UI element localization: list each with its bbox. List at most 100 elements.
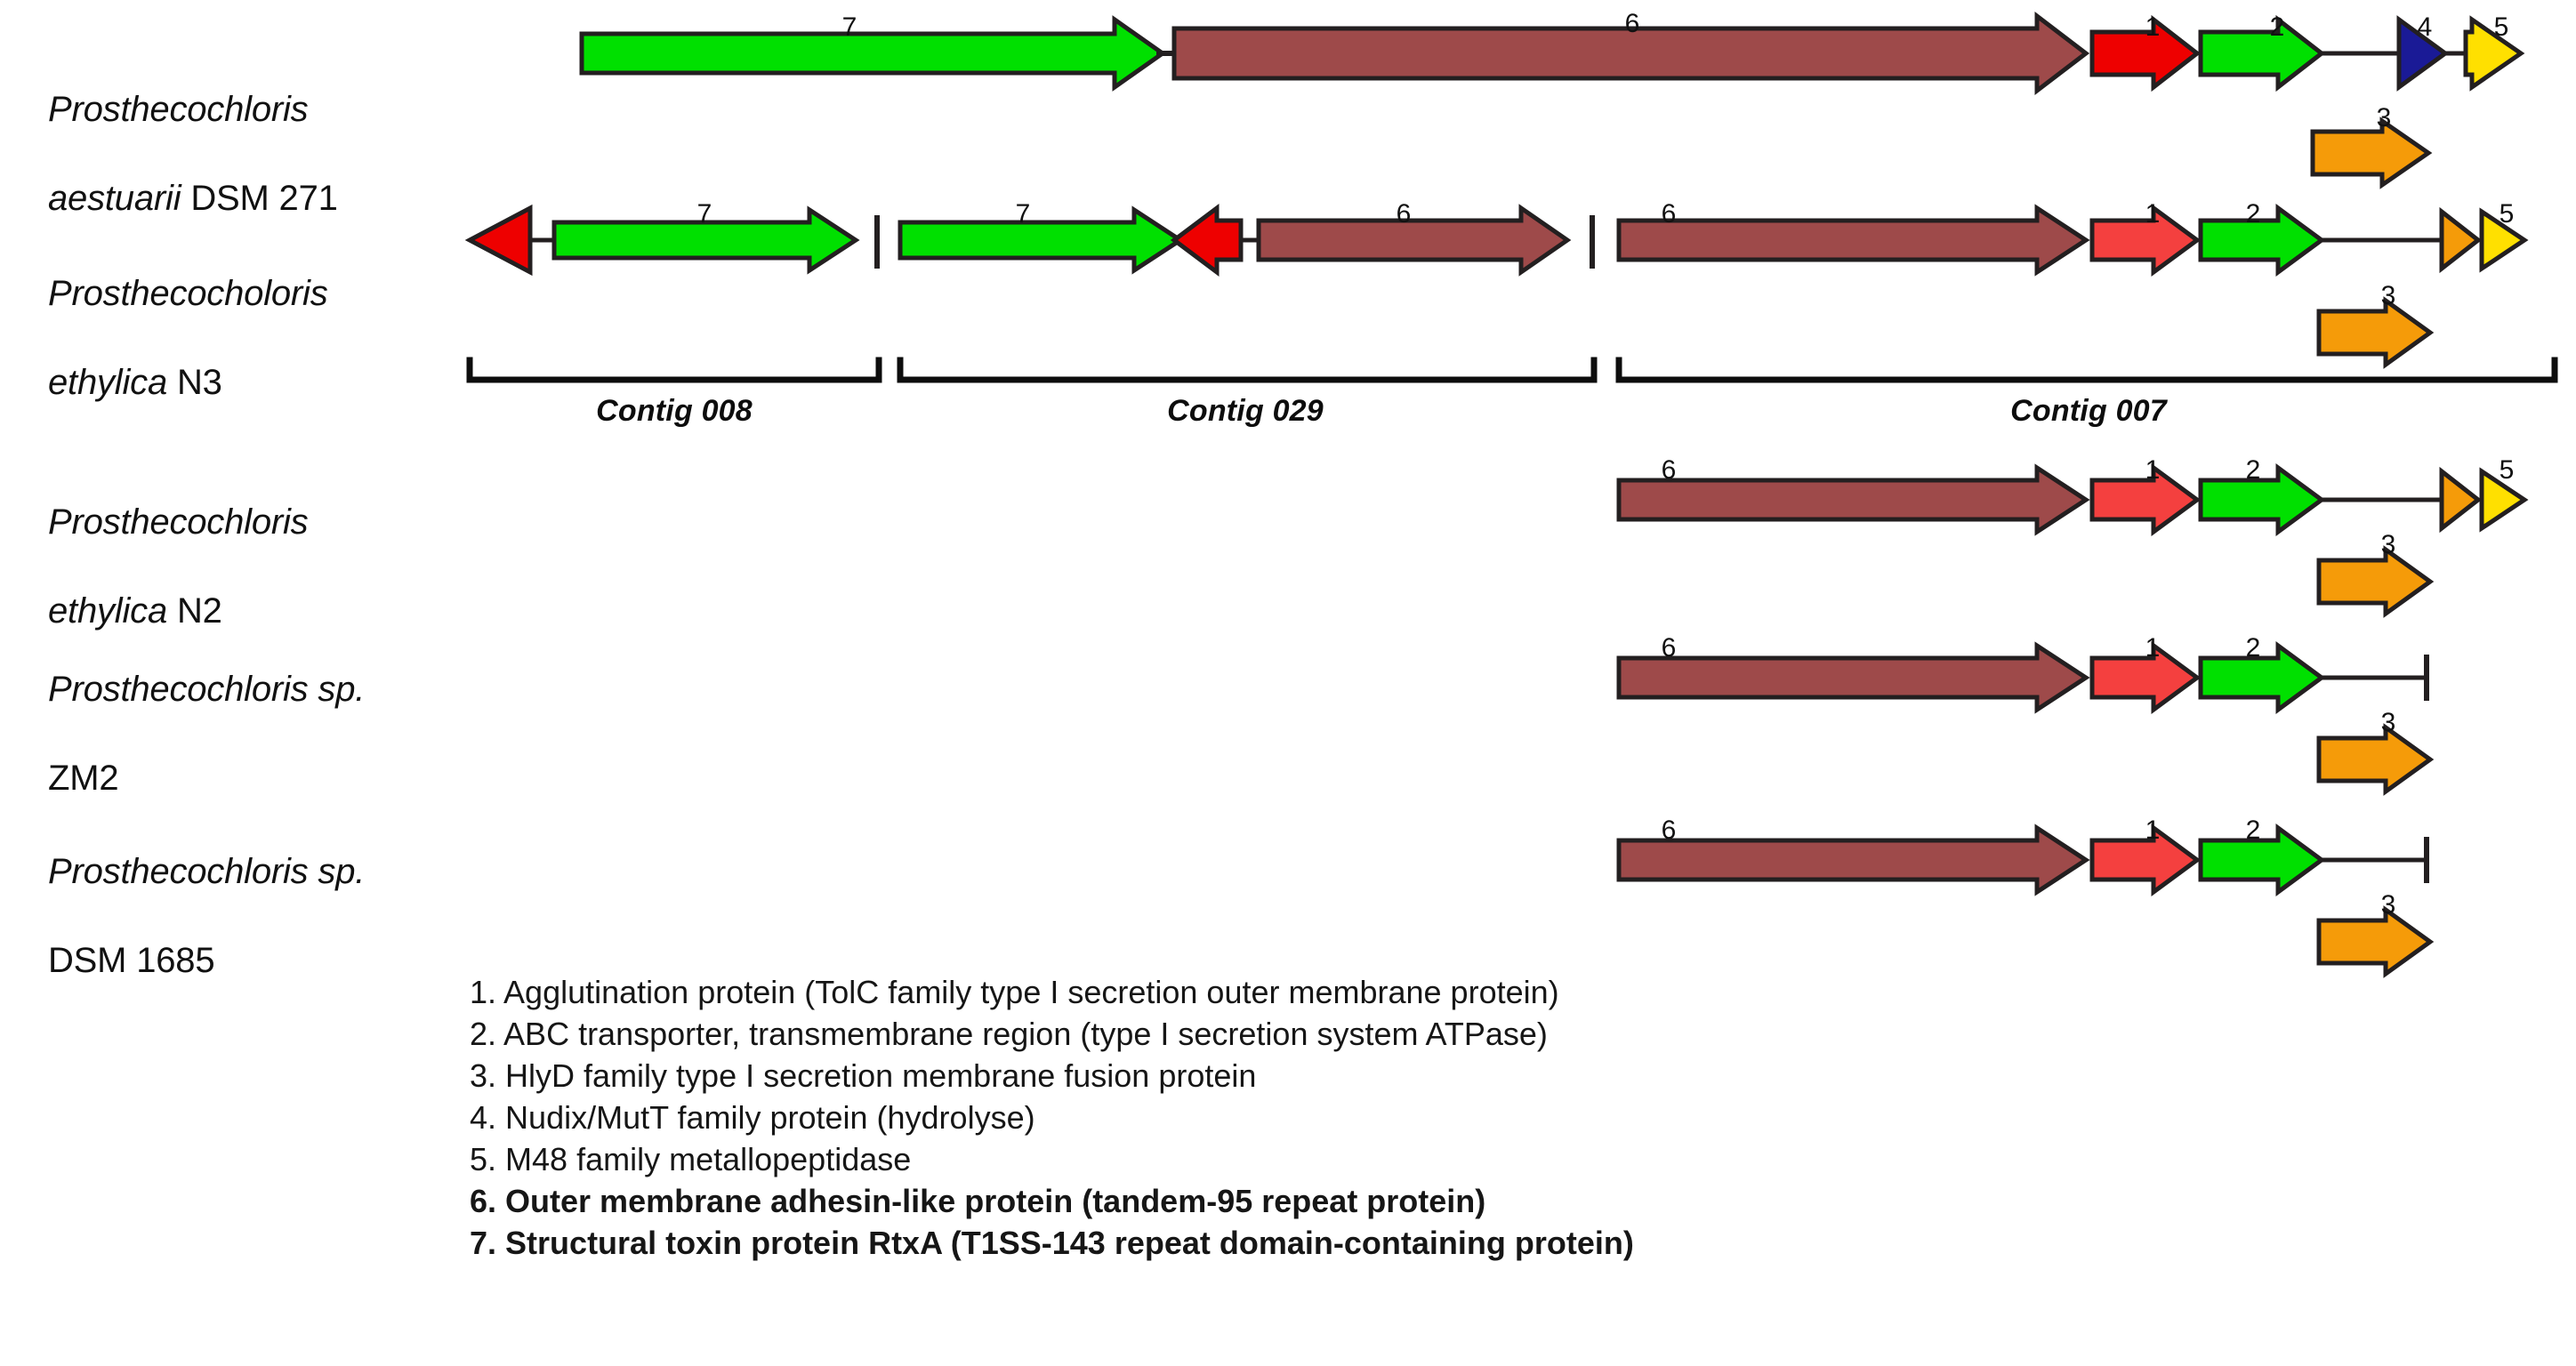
- gene-arrow-5-row3: [2479, 467, 2529, 533]
- row3-species: ethylica: [48, 591, 168, 631]
- gene-arrow-2-row1: [2198, 14, 2326, 92]
- gene-arrow-1-row4: [2089, 641, 2202, 714]
- contig-label-008: Contig 008: [596, 394, 753, 428]
- row-label-sp-dsm1685: Prosthecochloris sp. DSM 1685: [48, 805, 365, 983]
- gene-track-row-5-lower: [0, 903, 2576, 983]
- row4-genus: Prosthecochloris sp.: [48, 670, 366, 709]
- gene-track-row-3-lower: [0, 542, 2576, 623]
- gene-arrow-1-row2: [2089, 204, 2202, 277]
- gene-number-6b-row2: 6: [1661, 199, 1677, 229]
- gene-track-row-4-lower: [0, 720, 2576, 800]
- gene-arrow-1-row1: [2089, 14, 2202, 92]
- legend-item-1-text: Agglutination protein (TolC family type …: [503, 974, 1559, 1010]
- gene-track-row-1: [0, 0, 2576, 178]
- legend-item-6-number: 6.: [470, 1183, 497, 1219]
- row2-genus: Prosthecocholoris: [48, 274, 328, 313]
- gene-number-1-row1: 1: [2145, 12, 2161, 42]
- gene-arrow-7b-row2: [898, 205, 1185, 275]
- gene-arrow-6-row4: [1616, 641, 2090, 714]
- gene-arrow-1-row3: [2089, 463, 2202, 536]
- row-label-aestuarii-dsm271: Prosthecochloris aestuarii DSM 271: [48, 43, 338, 221]
- gene-arrow-orange-small-row3: [2439, 466, 2483, 534]
- gene-track-row-4: [0, 623, 2576, 800]
- contig-bracket-008: [466, 357, 882, 383]
- legend-item-6-text: Outer membrane adhesin-like protein (tan…: [505, 1183, 1486, 1219]
- contig-bracket-007: [1615, 357, 2558, 383]
- gene-number-7-row1: 7: [841, 12, 857, 42]
- gene-number-3-row3: 3: [2380, 530, 2396, 559]
- contig-label-029: Contig 029: [1167, 394, 1324, 428]
- row-label-ethylica-n3: Prosthecocholoris ethylica N3: [48, 227, 328, 405]
- row1-species: aestuarii: [48, 179, 181, 218]
- legend: 1. Agglutination protein (TolC family ty…: [470, 971, 2249, 1264]
- gene-arrow-3-row4: [2316, 723, 2435, 796]
- gene-track-row-5: [0, 805, 2576, 983]
- gene-number-7b-row2: 7: [1015, 199, 1031, 229]
- row4-strain: ZM2: [48, 759, 119, 798]
- gene-arrow-2-row4: [2198, 641, 2326, 714]
- gene-number-2-row1: 2: [2269, 12, 2285, 42]
- legend-item-7-text: Structural toxin protein RtxA (T1SS-143 …: [505, 1225, 1634, 1261]
- row3-genus: Prosthecochloris: [48, 502, 309, 542]
- gene-arrow-6-row3: [1616, 463, 2090, 536]
- gene-number-3-row4: 3: [2380, 708, 2396, 737]
- gene-arrow-orange-small-row2: [2439, 206, 2483, 274]
- legend-item-3-text: HlyD family type I secretion membrane fu…: [505, 1057, 1257, 1094]
- gene-arrow-6-row5: [1616, 824, 2090, 896]
- contig-label-007: Contig 007: [2010, 394, 2167, 428]
- gene-track-row-2-lower: [0, 293, 2576, 374]
- row5-strain: DSM 1685: [48, 941, 215, 980]
- gene-number-5-row3: 5: [2499, 455, 2515, 485]
- gene-arrow-2-row5: [2198, 824, 2326, 896]
- gene-arrow-5-row1: [2463, 15, 2525, 92]
- legend-item-2-text: ABC transporter, transmembrane region (t…: [503, 1016, 1548, 1052]
- gene-number-1-row5: 1: [2145, 816, 2161, 845]
- gene-number-1-row3: 1: [2145, 455, 2161, 485]
- gene-arrow-7a-row2: [551, 205, 860, 275]
- row5-genus: Prosthecochloris sp.: [48, 852, 366, 891]
- legend-item-5-text: M48 family metallopeptidase: [505, 1141, 912, 1177]
- gene-number-2-row4: 2: [2245, 633, 2261, 663]
- legend-item-1: 1. Agglutination protein (TolC family ty…: [470, 971, 2249, 1013]
- row1-genus: Prosthecochloris: [48, 90, 309, 129]
- gene-arrow-2-row2: [2198, 204, 2326, 277]
- gene-arrow-2-row3: [2198, 463, 2326, 536]
- gene-number-1-row2: 1: [2145, 199, 2161, 229]
- gene-arrow-5-row2: [2479, 207, 2529, 273]
- legend-item-5-number: 5.: [470, 1141, 497, 1177]
- gene-number-6-row3: 6: [1661, 455, 1677, 485]
- gene-number-2-row2: 2: [2245, 199, 2261, 229]
- row-label-sp-zm2: Prosthecochloris sp. ZM2: [48, 623, 365, 800]
- legend-item-3-number: 3.: [470, 1057, 497, 1094]
- legend-item-7: 7. Structural toxin protein RtxA (T1SS-1…: [470, 1222, 2249, 1264]
- gene-number-2-row3: 2: [2245, 455, 2261, 485]
- legend-item-6: 6. Outer membrane adhesin-like protein (…: [470, 1180, 2249, 1222]
- gene-number-1-row4: 1: [2145, 633, 2161, 663]
- row1-strain: DSM 271: [181, 179, 338, 218]
- gene-arrow-3-row3: [2316, 545, 2435, 618]
- gene-arrow-4-row1: [2396, 15, 2450, 92]
- legend-item-4-number: 4.: [470, 1099, 497, 1136]
- gene-arrow-6a-row2: [1256, 204, 1572, 277]
- gene-arrow-3-row1: [2310, 117, 2433, 189]
- legend-item-1-number: 1.: [470, 974, 497, 1010]
- gene-number-7a-row2: 7: [696, 199, 712, 229]
- legend-item-2-number: 2.: [470, 1016, 497, 1052]
- row2-species: ethylica: [48, 363, 168, 402]
- row3-strain: N2: [167, 591, 222, 631]
- legend-item-5: 5. M48 family metallopeptidase: [470, 1138, 2249, 1180]
- legend-item-2: 2. ABC transporter, transmembrane region…: [470, 1013, 2249, 1055]
- legend-item-3: 3. HlyD family type I secretion membrane…: [470, 1055, 2249, 1097]
- gene-track-row-2: [0, 187, 2576, 365]
- legend-item-7-number: 7.: [470, 1225, 497, 1261]
- gene-number-6-row1: 6: [1624, 9, 1640, 38]
- legend-item-4: 4. Nudix/MutT family protein (hydrolyse): [470, 1097, 2249, 1138]
- gene-number-3-row1: 3: [2376, 103, 2392, 133]
- row2-strain: N3: [167, 363, 222, 402]
- gene-number-5-row2: 5: [2499, 199, 2515, 229]
- gene-arrow-partial-red-row2: [1170, 204, 1244, 277]
- gene-number-5-row1: 5: [2493, 12, 2509, 42]
- row-label-ethylica-n2: Prosthecochloris ethylica N2: [48, 455, 309, 633]
- legend-item-4-text: Nudix/MutT family protein (hydrolyse): [505, 1099, 1035, 1136]
